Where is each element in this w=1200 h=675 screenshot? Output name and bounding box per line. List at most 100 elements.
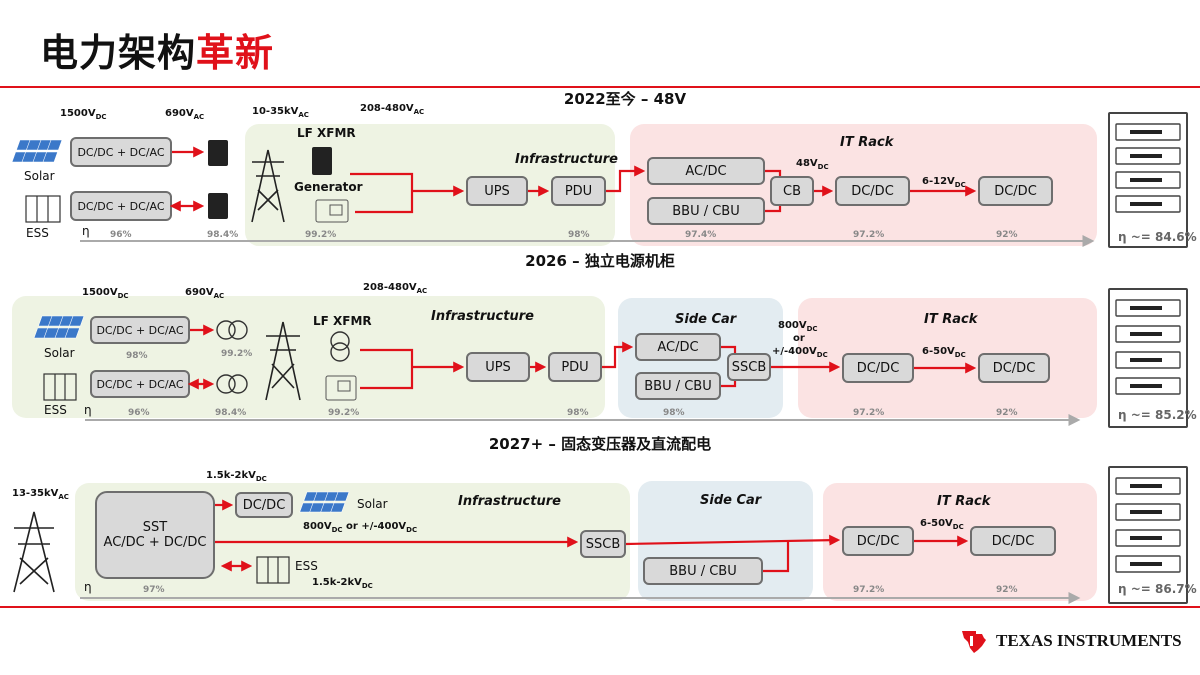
s2-dcdc-dcac-solar-box: DC/DC + DC/AC [90,316,190,344]
s1-ups-box: UPS [466,176,528,206]
s1-v1500-label: 1500VDC [60,108,107,121]
s1-pdu-box: PDU [551,176,606,206]
s2-400v-label: +/-400VDC [772,346,828,359]
s2-800v-label: 800VDC [778,320,818,333]
s2-solar-label: Solar [44,346,75,360]
section1-heading: 2022至今 – 48V [563,90,687,108]
section2-heading: 2026 – 独立电源机柜 [525,252,675,270]
s1-6-12v-label: 6-12VDC [922,176,966,189]
title-divider [0,86,1200,88]
s1-dcdc1-box: DC/DC [835,176,910,206]
s3-sidecar-label: Side Car [700,493,762,508]
s2-eff-7: 92% [996,408,1018,418]
s3-eff-1: 97% [143,585,165,595]
ti-logo-icon [962,631,986,653]
s3-infra-label: Infrastructure [458,494,561,509]
s3-bus-voltage-label: 800VDC or +/-400VDC [303,521,418,534]
s2-eff-5: 98% [663,408,685,418]
s2-eff-under-2: 99.2% [221,349,253,359]
s3-v13-35kv-label: 13-35kVAC [12,488,69,501]
s2-sscb-box: SSCB [727,353,771,381]
s2-bbu-box: BBU / CBU [635,372,721,400]
s1-bbu-box: BBU / CBU [647,197,765,225]
s2-ess-label: ESS [44,403,67,417]
s3-eff-3: 92% [996,585,1018,595]
title-highlight: 革新 [196,31,275,75]
footer-divider [0,606,1200,608]
s1-dcdc-dcac-ess-box: DC/DC + DC/AC [70,191,172,221]
s3-bbu-box: BBU / CBU [643,557,763,585]
s1-solar-label: Solar [24,169,55,183]
texas-instruments-logo: TEXAS INSTRUMENTS [960,628,1182,654]
s3-eff-2: 97.2% [853,585,885,595]
s2-ups-box: UPS [466,352,530,382]
s3-solar-label: Solar [357,497,388,511]
s1-dcdc2-box: DC/DC [978,176,1053,206]
s3-sscb-box: SSCB [580,530,626,558]
s2-v690-label: 690VAC [185,287,225,300]
s1-eff-3: 99.2% [305,230,337,240]
s1-eff-4: 98% [568,230,590,240]
s2-acdc-box: AC/DC [635,333,721,361]
s2-6-50v-label: 6-50VDC [922,346,966,359]
s3-eta-symbol: η [84,580,92,594]
s1-rack-label: IT Rack [840,135,894,150]
s3-ess-label: ESS [295,559,318,573]
s2-dcdc-dcac-ess-box: DC/DC + DC/AC [90,370,190,398]
s3-6-50v-label: 6-50VDC [920,518,964,531]
s1-total-efficiency: η ~= 84.6% [1118,230,1197,244]
s2-eff-4: 98% [567,408,589,418]
s1-solar-panel-icon [11,139,63,163]
s3-v1.5k-2kv-bottom-label: 1.5k-2kVDC [312,577,373,590]
s1-lf-xfmr-label: LF XFMR [297,126,356,140]
s1-eff-7: 92% [996,230,1018,240]
s1-eta-symbol: η [82,224,90,238]
s3-rack-label: IT Rack [937,494,991,509]
s1-v10-35kv-label: 10-35kVAC [252,106,309,119]
s1-dcdc-dcac-solar-box: DC/DC + DC/AC [70,137,172,167]
s1-cb-box: CB [770,176,814,206]
page-title: 电力架构革新 [40,22,274,77]
s3-transmission-tower-icon [13,511,55,593]
s2-or-label: or [793,333,805,344]
s2-dcdc1-box: DC/DC [842,353,914,383]
s2-total-efficiency: η ~= 85.2% [1118,408,1197,422]
s1-ess-label: ESS [26,226,49,240]
title-main: 电力架构 [40,31,197,75]
s1-v208-480-label: 208-480VAC [360,103,425,116]
s1-infra-label: Infrastructure [515,152,618,167]
s2-eff-2: 98.4% [215,408,247,418]
s2-sidecar-label: Side Car [675,312,737,327]
s2-lf-xfmr-label: LF XFMR [313,314,372,328]
s1-48v-label: 48VDC [796,158,829,171]
s3-dcdc2-box: DC/DC [970,526,1056,556]
s1-ess-battery-icon [25,195,61,223]
s1-v690-label: 690VAC [165,108,205,121]
s2-eff-3: 99.2% [328,408,360,418]
s3-dcdc-solar-box: DC/DC [235,492,293,518]
s2-pdu-box: PDU [548,352,602,382]
s3-v1.5k-2kv-top-label: 1.5k-2kVDC [206,470,267,483]
s2-dcdc2-box: DC/DC [978,353,1050,383]
s2-eff-1: 96% [128,408,150,418]
s1-server-rack-icon [1108,112,1188,248]
s3-total-efficiency: η ~= 86.7% [1118,582,1197,596]
s2-server-rack-icon [1108,288,1188,428]
s1-generator-label: Generator [294,180,363,194]
s2-rack-label: IT Rack [924,312,978,327]
s3-dcdc1-box: DC/DC [842,526,914,556]
s3-sst-title: SST [142,520,168,535]
s2-v1500-label: 1500VDC [82,287,129,300]
s2-eff-under-1: 98% [126,351,148,361]
s2-eta-symbol: η [84,403,92,417]
s1-eff-1: 96% [110,230,132,240]
s2-v208-480-label: 208-480VAC [363,282,428,295]
s3-sst-subtitle: AC/DC + DC/DC [103,535,207,550]
s1-eff-6: 97.2% [853,230,885,240]
s3-sst-box: SST AC/DC + DC/DC [95,491,215,579]
ti-logo-text: TEXAS INSTRUMENTS [996,631,1182,650]
s1-eff-5: 97.4% [685,230,717,240]
s2-eff-6: 97.2% [853,408,885,418]
s1-eff-2: 98.4% [207,230,239,240]
s2-infra-label: Infrastructure [431,309,534,324]
